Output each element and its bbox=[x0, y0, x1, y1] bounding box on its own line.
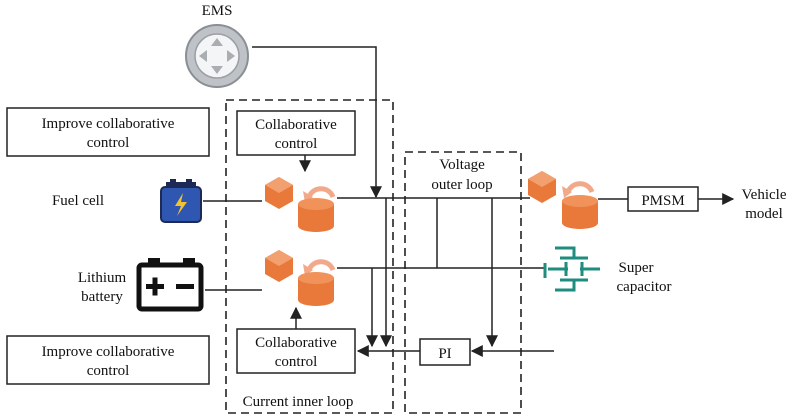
voltage-loop-label-line1: Voltage bbox=[439, 157, 485, 173]
ems-icon bbox=[185, 24, 249, 88]
vehicle-label-line1: Vehicle bbox=[742, 187, 787, 203]
collab-control-box-top bbox=[236, 110, 356, 156]
lithium-label-line2: battery bbox=[81, 289, 123, 305]
collab-control-box-bottom bbox=[236, 328, 356, 374]
fuel-cell-battery-icon bbox=[160, 179, 202, 223]
collab-control-bottom-line1: Collaborative bbox=[255, 335, 337, 351]
lithium-battery-icon bbox=[136, 258, 204, 312]
improve-collab-top-line2: control bbox=[87, 135, 130, 151]
converter-fuel-cell-icon bbox=[265, 177, 336, 232]
lithium-label-line1: Lithium bbox=[78, 270, 127, 286]
supercapacitor-icon bbox=[543, 246, 600, 292]
pmsm-label: PMSM bbox=[641, 193, 684, 209]
ems-label: EMS bbox=[202, 3, 233, 19]
improve-collab-box-bottom bbox=[6, 335, 210, 385]
pi-label: PI bbox=[438, 346, 451, 362]
improve-collab-bottom-line1: Improve collaborative bbox=[42, 344, 175, 360]
converter-motor-icon bbox=[528, 171, 598, 229]
collab-control-bottom-line2: control bbox=[275, 354, 318, 370]
collab-control-top-line1: Collaborative bbox=[255, 117, 337, 133]
fuel-cell-label: Fuel cell bbox=[52, 193, 104, 209]
supercap-label-line1: Super bbox=[619, 260, 654, 276]
converter-lithium-icon bbox=[265, 250, 336, 306]
current-loop-label: Current inner loop bbox=[243, 394, 354, 410]
ems-signal-line bbox=[252, 46, 382, 199]
pmsm-block bbox=[627, 186, 699, 212]
supercap-label-line2: capacitor bbox=[617, 279, 672, 295]
vehicle-label-line2: model bbox=[745, 206, 783, 222]
current-inner-loop-region bbox=[225, 99, 394, 414]
improve-collab-box-top bbox=[6, 107, 210, 157]
collab-control-top-line2: control bbox=[275, 136, 318, 152]
improve-collab-bottom-line2: control bbox=[87, 363, 130, 379]
voltage-outer-loop-region bbox=[404, 151, 522, 414]
pi-block bbox=[419, 338, 471, 366]
voltage-loop-label-line2: outer loop bbox=[431, 177, 492, 193]
improve-collab-top-line1: Improve collaborative bbox=[42, 116, 175, 132]
